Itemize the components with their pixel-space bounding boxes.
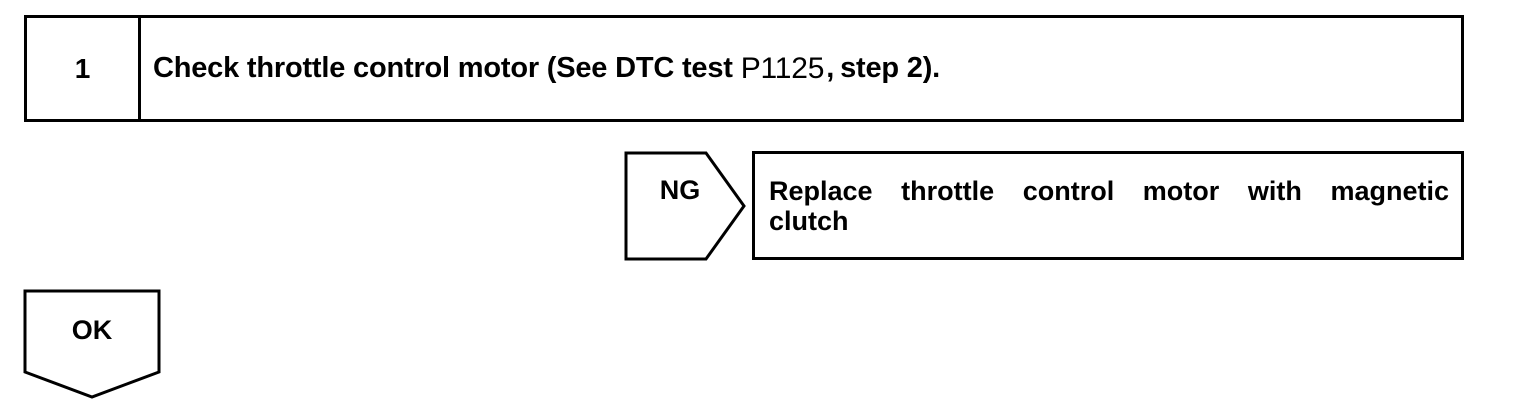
step-number: 1 [27,18,141,119]
ok-arrow-shape [23,289,161,399]
ng-result-line-2: clutch [769,206,849,236]
step-separator: , [826,52,835,84]
step-box: 1 Check throttle control motor (See DTC … [24,15,1464,122]
ng-arrow-shape [624,151,746,261]
dtc-code: P1125 [740,51,825,85]
ng-result-box: Replace throttle control motor with magn… [752,151,1464,260]
ok-label: OK [71,315,113,345]
step-instruction: Check throttle control motor (See DTC te… [141,18,1461,119]
step-text-after: step 2). [840,52,941,84]
step-text-before: Check throttle control motor (See DTC te… [153,52,733,84]
ng-result-line-1: Replace throttle control motor with magn… [769,176,1449,206]
ng-label: NG [659,175,701,205]
